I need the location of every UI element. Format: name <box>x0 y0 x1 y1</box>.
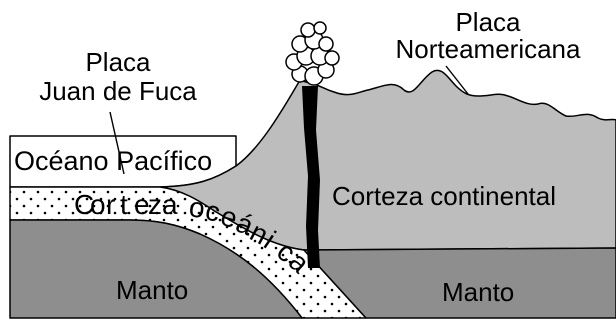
oceanic-crust-char: z <box>148 189 162 220</box>
oceanic-crust-char: e <box>134 189 150 220</box>
ocean-label: Océano Pacífico <box>14 146 212 176</box>
mantle-right-label: Manto <box>442 277 514 307</box>
continental-crust <box>159 69 616 251</box>
plate-north-america-line2: Norteamericana <box>396 34 582 64</box>
magma-conduit <box>302 86 320 268</box>
mantle-right <box>303 247 616 319</box>
mantle-left <box>9 219 303 319</box>
oceanic-crust-char: c <box>203 195 223 228</box>
oceanic-crust-char: o <box>187 191 207 224</box>
plate-north-america-line1: Placa <box>455 7 521 37</box>
oceanic-crust-char: t <box>120 189 128 220</box>
continental-crust-label: Corteza continental <box>332 181 556 211</box>
oceanic-crust-char: o <box>90 189 106 220</box>
oceanic-crust-char: a <box>162 189 178 220</box>
oceanic-crust-char: C <box>74 189 94 220</box>
plate-juan-de-fuca-line2: Juan de Fuca <box>39 76 197 106</box>
plate-juan-de-fuca-line1: Placa <box>85 47 151 77</box>
leader-line-norteamericana <box>445 65 469 95</box>
oceanic-crust-char: r <box>106 189 115 220</box>
leader-line-juan-de-fuca <box>109 111 125 175</box>
mantle-left-label: Manto <box>116 275 188 305</box>
eruption-cloud-icon <box>285 21 340 86</box>
